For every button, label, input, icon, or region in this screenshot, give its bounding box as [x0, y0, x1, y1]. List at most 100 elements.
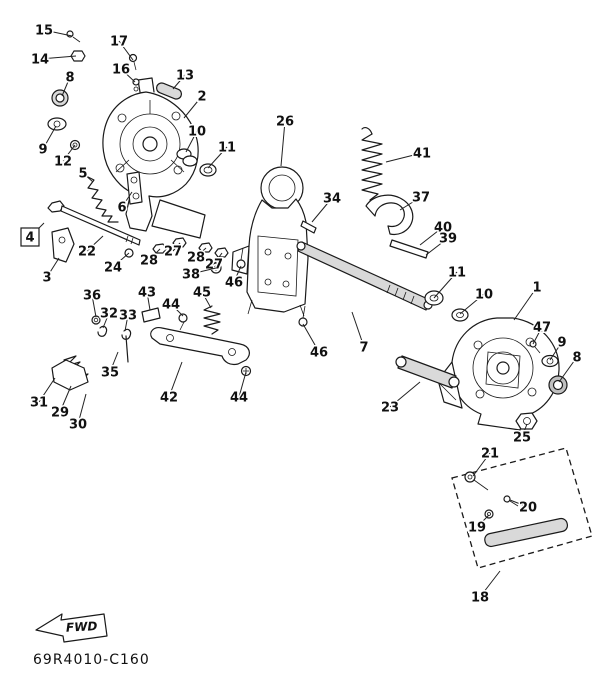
stopper-arm	[51, 227, 75, 263]
screw-44a	[178, 313, 188, 323]
small-spring	[203, 305, 221, 335]
callout-41: 41	[413, 147, 431, 162]
callout-9: 9	[557, 336, 566, 351]
callout-22: 22	[78, 245, 96, 260]
washer-16	[132, 78, 140, 86]
screw-15	[66, 30, 74, 38]
clamp-cam-lever	[365, 194, 414, 236]
screw-20	[503, 495, 511, 503]
latch-bracket	[51, 359, 89, 391]
fwd-label: FWD	[66, 619, 98, 635]
callout-37: 37	[412, 191, 430, 206]
nut-28a	[152, 243, 167, 254]
callout-43: 43	[138, 286, 156, 301]
callout-47: 47	[533, 321, 551, 336]
callout-45: 45	[193, 286, 211, 301]
nut-28b	[198, 242, 213, 253]
leader-line-46	[302, 323, 320, 353]
callout-19: 19	[468, 521, 486, 536]
diagram-code: 69R4010-C160	[33, 652, 150, 668]
callout-36: 36	[83, 289, 101, 304]
leader-line-44	[238, 371, 247, 398]
callout-17: 17	[110, 35, 128, 50]
nut-27b	[214, 247, 229, 258]
callout-20: 20	[519, 501, 537, 516]
callout-33: 33	[119, 309, 137, 324]
callout-13: 13	[176, 69, 194, 84]
nut-27a	[172, 237, 187, 248]
callout-27: 27	[164, 245, 182, 260]
callout-15: 15	[35, 24, 53, 39]
plate-washer-9-right	[541, 354, 559, 368]
leader-line-9	[549, 341, 563, 361]
callout-18: 18	[471, 591, 489, 606]
callout-4: 4	[25, 231, 34, 246]
leader-line-15	[43, 29, 73, 37]
leader-line-43	[146, 291, 151, 311]
callout-box-4	[20, 227, 40, 247]
spacer-block	[141, 307, 161, 323]
leader-line-44	[170, 303, 184, 317]
callout-10: 10	[475, 288, 493, 303]
dowel-pin	[155, 82, 183, 100]
callout-40: 40	[434, 221, 452, 236]
leader-line-6	[121, 191, 133, 208]
leader-line-17	[118, 40, 134, 61]
leader-line-3	[46, 257, 60, 278]
callout-11: 11	[218, 141, 236, 156]
callout-25: 25	[513, 431, 531, 446]
hardware-small-parts	[47, 30, 568, 430]
port-clamp-bracket	[102, 77, 206, 239]
leader-line-25	[521, 423, 528, 438]
leader-line-27	[213, 252, 223, 265]
nut-25	[515, 412, 538, 430]
leader-line-11	[433, 271, 458, 299]
leader-line-47	[532, 326, 543, 345]
leader-line-27	[172, 242, 181, 252]
leader-line-14	[39, 55, 77, 60]
leader-line-32	[102, 312, 110, 329]
callout-21: 21	[481, 447, 499, 462]
leader-line-8	[61, 76, 71, 97]
leader-line-12	[62, 144, 76, 162]
callout-3: 3	[42, 271, 51, 286]
leader-line-31	[38, 377, 56, 403]
adjust-rod	[389, 239, 429, 259]
callout-30: 30	[69, 418, 87, 433]
callout-9: 9	[38, 143, 47, 158]
lower-bracket-plate	[51, 171, 250, 391]
leader-line-46	[233, 265, 242, 283]
callout-27: 27	[205, 258, 223, 273]
leader-line-1	[513, 286, 538, 321]
leader-line-5	[82, 172, 94, 183]
leader-line-10	[459, 293, 485, 315]
callout-14: 14	[31, 53, 49, 68]
fwd-arrow: FWD	[35, 613, 108, 643]
callout-32: 32	[100, 307, 118, 322]
callout-46: 46	[225, 276, 243, 291]
leader-line-42	[168, 361, 183, 398]
callout-46: 46	[310, 346, 328, 361]
callout-7: 7	[359, 341, 368, 356]
washer-21	[464, 471, 476, 483]
leader-line-45	[201, 291, 212, 309]
leader-line-18	[479, 570, 501, 598]
washer-19	[484, 509, 494, 519]
leader-line-41	[385, 152, 423, 163]
callout-26: 26	[276, 115, 294, 130]
callout-12: 12	[54, 155, 72, 170]
plate-washer-9-left	[47, 117, 67, 131]
callout-8: 8	[65, 71, 74, 86]
leader-line-24	[112, 252, 130, 268]
callout-34: 34	[323, 192, 341, 207]
leader-line-28	[195, 247, 207, 258]
callout-28: 28	[140, 254, 158, 269]
screw-17	[128, 53, 138, 63]
leader-line-22	[86, 235, 104, 252]
callout-6: 6	[117, 201, 126, 216]
tilt-rod-assembly	[296, 220, 460, 389]
grip-handle-18	[484, 517, 569, 548]
callout-42: 42	[160, 391, 178, 406]
